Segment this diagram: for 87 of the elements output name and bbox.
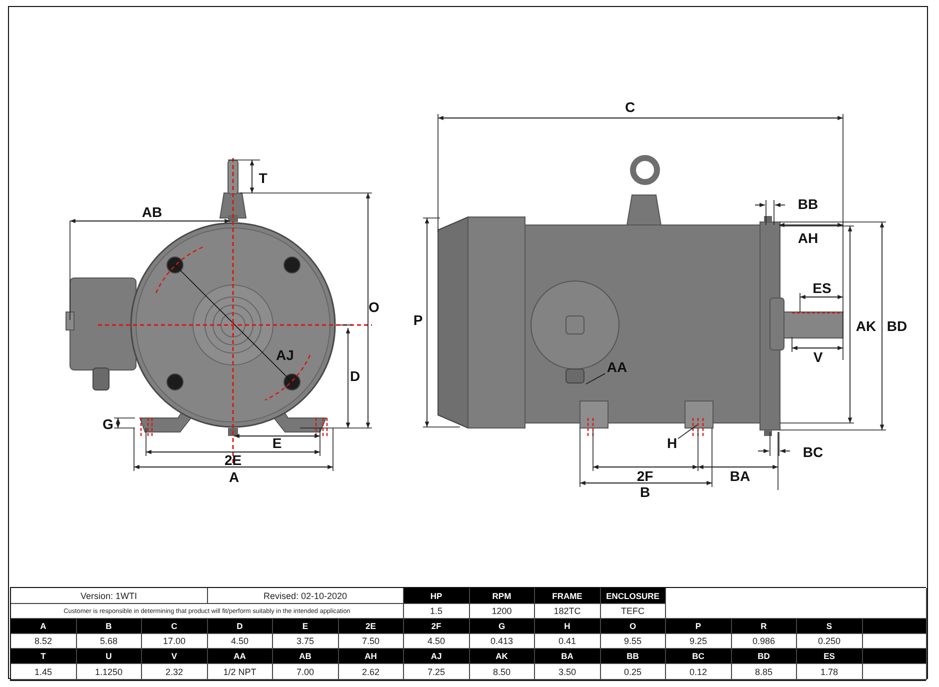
- header-cell: BA: [535, 649, 600, 664]
- callout-label: AA: [606, 360, 628, 374]
- header-cell: 2F: [404, 619, 470, 634]
- header-cell: ENCLOSURE: [600, 588, 666, 604]
- header-cell: AK: [470, 649, 535, 664]
- table-cell: 1200: [470, 604, 535, 619]
- header-cell: O: [600, 619, 666, 634]
- header-cell: G: [470, 619, 535, 634]
- table-cell: 7.50: [338, 634, 404, 649]
- dimension-label: A: [228, 470, 240, 484]
- dimension-label: AJ: [276, 348, 294, 362]
- header-cell: AA: [208, 649, 273, 664]
- dimension-label: BD: [886, 319, 908, 333]
- dimension-label: P: [413, 313, 423, 327]
- dimension-label: B: [640, 485, 650, 499]
- leader-line: [678, 424, 698, 440]
- table-cell: 4.50: [404, 634, 470, 649]
- table-cell: 2.32: [142, 664, 208, 680]
- table-cell: 2.62: [338, 664, 404, 680]
- header-cell: V: [142, 649, 208, 664]
- table-cell: 7.00: [273, 664, 338, 680]
- dimension-label: O: [368, 300, 380, 314]
- table-cell: 0.41: [535, 634, 600, 649]
- table-cell: 1.45: [11, 664, 76, 680]
- dimension-label: AB: [142, 205, 162, 219]
- table-cell: 4.50: [208, 634, 273, 649]
- dimension-label: 2E: [224, 453, 242, 467]
- dimension-label: BB: [798, 197, 818, 211]
- table-cell: 0.12: [666, 664, 732, 680]
- header-cell: ES: [797, 649, 862, 664]
- table-cell: 8.85: [732, 664, 797, 680]
- dimension-label: BC: [802, 445, 824, 459]
- header-cell: HP: [404, 588, 470, 604]
- leader-line: [586, 373, 606, 384]
- header-cell: BC: [666, 649, 732, 664]
- header-cell: BB: [600, 649, 666, 664]
- header-cell: B: [76, 619, 142, 634]
- dimension-label: T: [258, 171, 268, 185]
- header-cell: C: [142, 619, 208, 634]
- table-cell: 1.78: [797, 664, 862, 680]
- table-cell: 3.50: [535, 664, 600, 680]
- header-cell: P: [666, 619, 732, 634]
- header-cell: BD: [732, 649, 797, 664]
- dimension-label: V: [813, 350, 823, 364]
- header-cell: S: [797, 619, 862, 634]
- table-cell: 0.25: [600, 664, 666, 680]
- table-cell: Version: 1WTI: [11, 588, 208, 604]
- table-cell: 182TC: [535, 604, 600, 619]
- header-cell: 2E: [338, 619, 404, 634]
- header-cell: FRAME: [535, 588, 600, 604]
- table-cell: 0.250: [797, 634, 862, 649]
- header-cell: D: [208, 619, 273, 634]
- header-cell: H: [535, 619, 600, 634]
- dimension-label: C: [624, 100, 636, 114]
- table-cell: 0.986: [732, 634, 797, 649]
- table-cell: 8.50: [470, 664, 535, 680]
- dimension-label: ES: [812, 281, 832, 295]
- table-cell: 7.25: [404, 664, 470, 680]
- header-cell: A: [11, 619, 76, 634]
- table-cell: 8.52: [11, 634, 76, 649]
- table-cell: 1.1250: [76, 664, 142, 680]
- table-cell: 9.55: [600, 634, 666, 649]
- header-cell: RPM: [470, 588, 535, 604]
- header-cell: T: [11, 649, 76, 664]
- dimension-label: 2F: [636, 469, 654, 483]
- callout-label: H: [666, 436, 678, 450]
- header-cell: AH: [338, 649, 404, 664]
- table-cell: 1/2 NPT: [208, 664, 273, 680]
- table-cell: TEFC: [600, 604, 666, 619]
- header-cell: AB: [273, 649, 338, 664]
- table-cell: 3.75: [273, 634, 338, 649]
- header-cell: E: [273, 619, 338, 634]
- table-cell: 0.413: [470, 634, 535, 649]
- table-cell: Revised: 02-10-2020: [208, 588, 404, 604]
- header-cell: U: [76, 649, 142, 664]
- table-cell: 9.25: [666, 634, 732, 649]
- header-cell: AJ: [404, 649, 470, 664]
- table-cell: 5.68: [76, 634, 142, 649]
- dimension-label: AH: [798, 231, 818, 245]
- dimension-label: G: [102, 417, 114, 431]
- dimension-label: BA: [730, 469, 750, 483]
- dimension-label: D: [350, 369, 360, 383]
- dimension-label: E: [272, 436, 282, 450]
- table-cell: 1.5: [404, 604, 470, 619]
- dimension-label: AK: [856, 319, 876, 333]
- table-cell: 17.00: [142, 634, 208, 649]
- header-cell: R: [732, 619, 797, 634]
